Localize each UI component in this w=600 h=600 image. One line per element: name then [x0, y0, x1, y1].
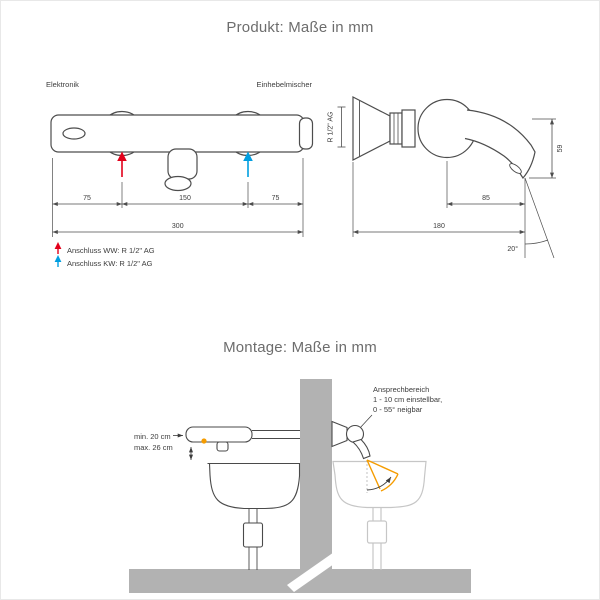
faucet-spout-right: [351, 438, 371, 460]
faucet-right-group: [331, 420, 371, 460]
sensor-indicator: [201, 438, 207, 444]
label-elektronik: Elektronik: [46, 80, 79, 89]
hot-water-arrow: [117, 151, 127, 177]
montage-right: Ansprechbereich 1 - 10 cm einstellbar, 0…: [331, 385, 442, 570]
mixer-side-drawing: [352, 96, 536, 180]
hot-water-arrow-head: [117, 151, 127, 161]
lever-handle: [298, 117, 314, 150]
cold-water-arrow: [243, 151, 253, 177]
legend-hot-label: Anschluss WW: R 1/2" AG: [67, 246, 155, 255]
mount-note-line2: max. 26 cm: [134, 443, 173, 452]
thread-extent-line: [337, 106, 346, 148]
spout-side: [464, 109, 536, 180]
washbasin-left: [207, 462, 301, 510]
mixer-front-drawing: [50, 110, 314, 192]
dim-150: 150: [179, 195, 191, 202]
angle-reference: [524, 177, 555, 259]
product-diagram: Elektronik Einhebelmischer: [46, 80, 564, 268]
label-einhebelmischer: Einhebelmischer: [257, 80, 313, 89]
legend-hot-arrow-icon: [54, 242, 62, 249]
mount-note-line1: min. 20 cm: [134, 432, 171, 441]
washbasin-right-group: [332, 460, 427, 570]
dim-75-right: 75: [272, 195, 280, 202]
installation-left-drawing: [185, 426, 301, 570]
sensor-note-line3: 0 - 55° neigbar: [373, 405, 423, 414]
montage-diagram: min. 20 cm max. 26 cm Ansprechbereich 1 …: [129, 379, 471, 593]
dim-180: 180: [433, 223, 445, 230]
sensor-beam: [366, 459, 399, 492]
dim-85: 85: [482, 195, 490, 202]
spout-bracket: [167, 148, 198, 180]
side-view: R 1/2" AG 20°: [328, 96, 564, 259]
dimension-lines-front: [52, 201, 304, 235]
wall-escutcheon-cone: [352, 96, 391, 161]
spout-outlet: [164, 175, 192, 192]
front-view: Elektronik Einhebelmischer: [46, 80, 314, 237]
bottle-trap-left: [242, 522, 264, 548]
dim-75-left: 75: [83, 195, 91, 202]
mixer-body: [50, 114, 305, 153]
faucet-body-left: [185, 426, 253, 443]
connection-legend: Anschluss WW: R 1/2" AG Anschluss KW: R …: [54, 242, 155, 268]
legend-cold-arrow-icon: [54, 255, 62, 262]
aerator: [509, 163, 522, 174]
sensor-note-leader: [358, 414, 373, 430]
dim-300: 300: [172, 223, 184, 230]
bottle-trap-right: [366, 520, 388, 544]
legend-cold-label: Anschluss KW: R 1/2" AG: [67, 259, 153, 268]
sensor-window: [62, 127, 86, 140]
montage-section-title: Montage: Maße in mm: [223, 339, 377, 356]
thread-nipple: [389, 112, 403, 145]
cold-water-arrow-head: [243, 151, 253, 161]
tilt-range-arrow: [366, 476, 392, 491]
sensor-note-line2: 1 - 10 cm einstellbar,: [373, 395, 442, 404]
dimension-lines-side: [352, 118, 555, 235]
product-section-title: Produkt: Maße in mm: [226, 19, 374, 36]
wall-cone-right: [331, 420, 348, 448]
faucet-spout-left: [216, 441, 229, 452]
angle-label: 20°: [507, 245, 518, 253]
montage-left: min. 20 cm max. 26 cm: [134, 426, 301, 570]
wall-break: [287, 550, 344, 592]
dim-59: 59: [557, 145, 564, 153]
thread-label: R 1/2" AG: [328, 112, 335, 143]
washbasin-right: [332, 460, 427, 509]
sensor-note-line1: Ansprechbereich: [373, 385, 429, 394]
union-nut: [401, 109, 416, 148]
